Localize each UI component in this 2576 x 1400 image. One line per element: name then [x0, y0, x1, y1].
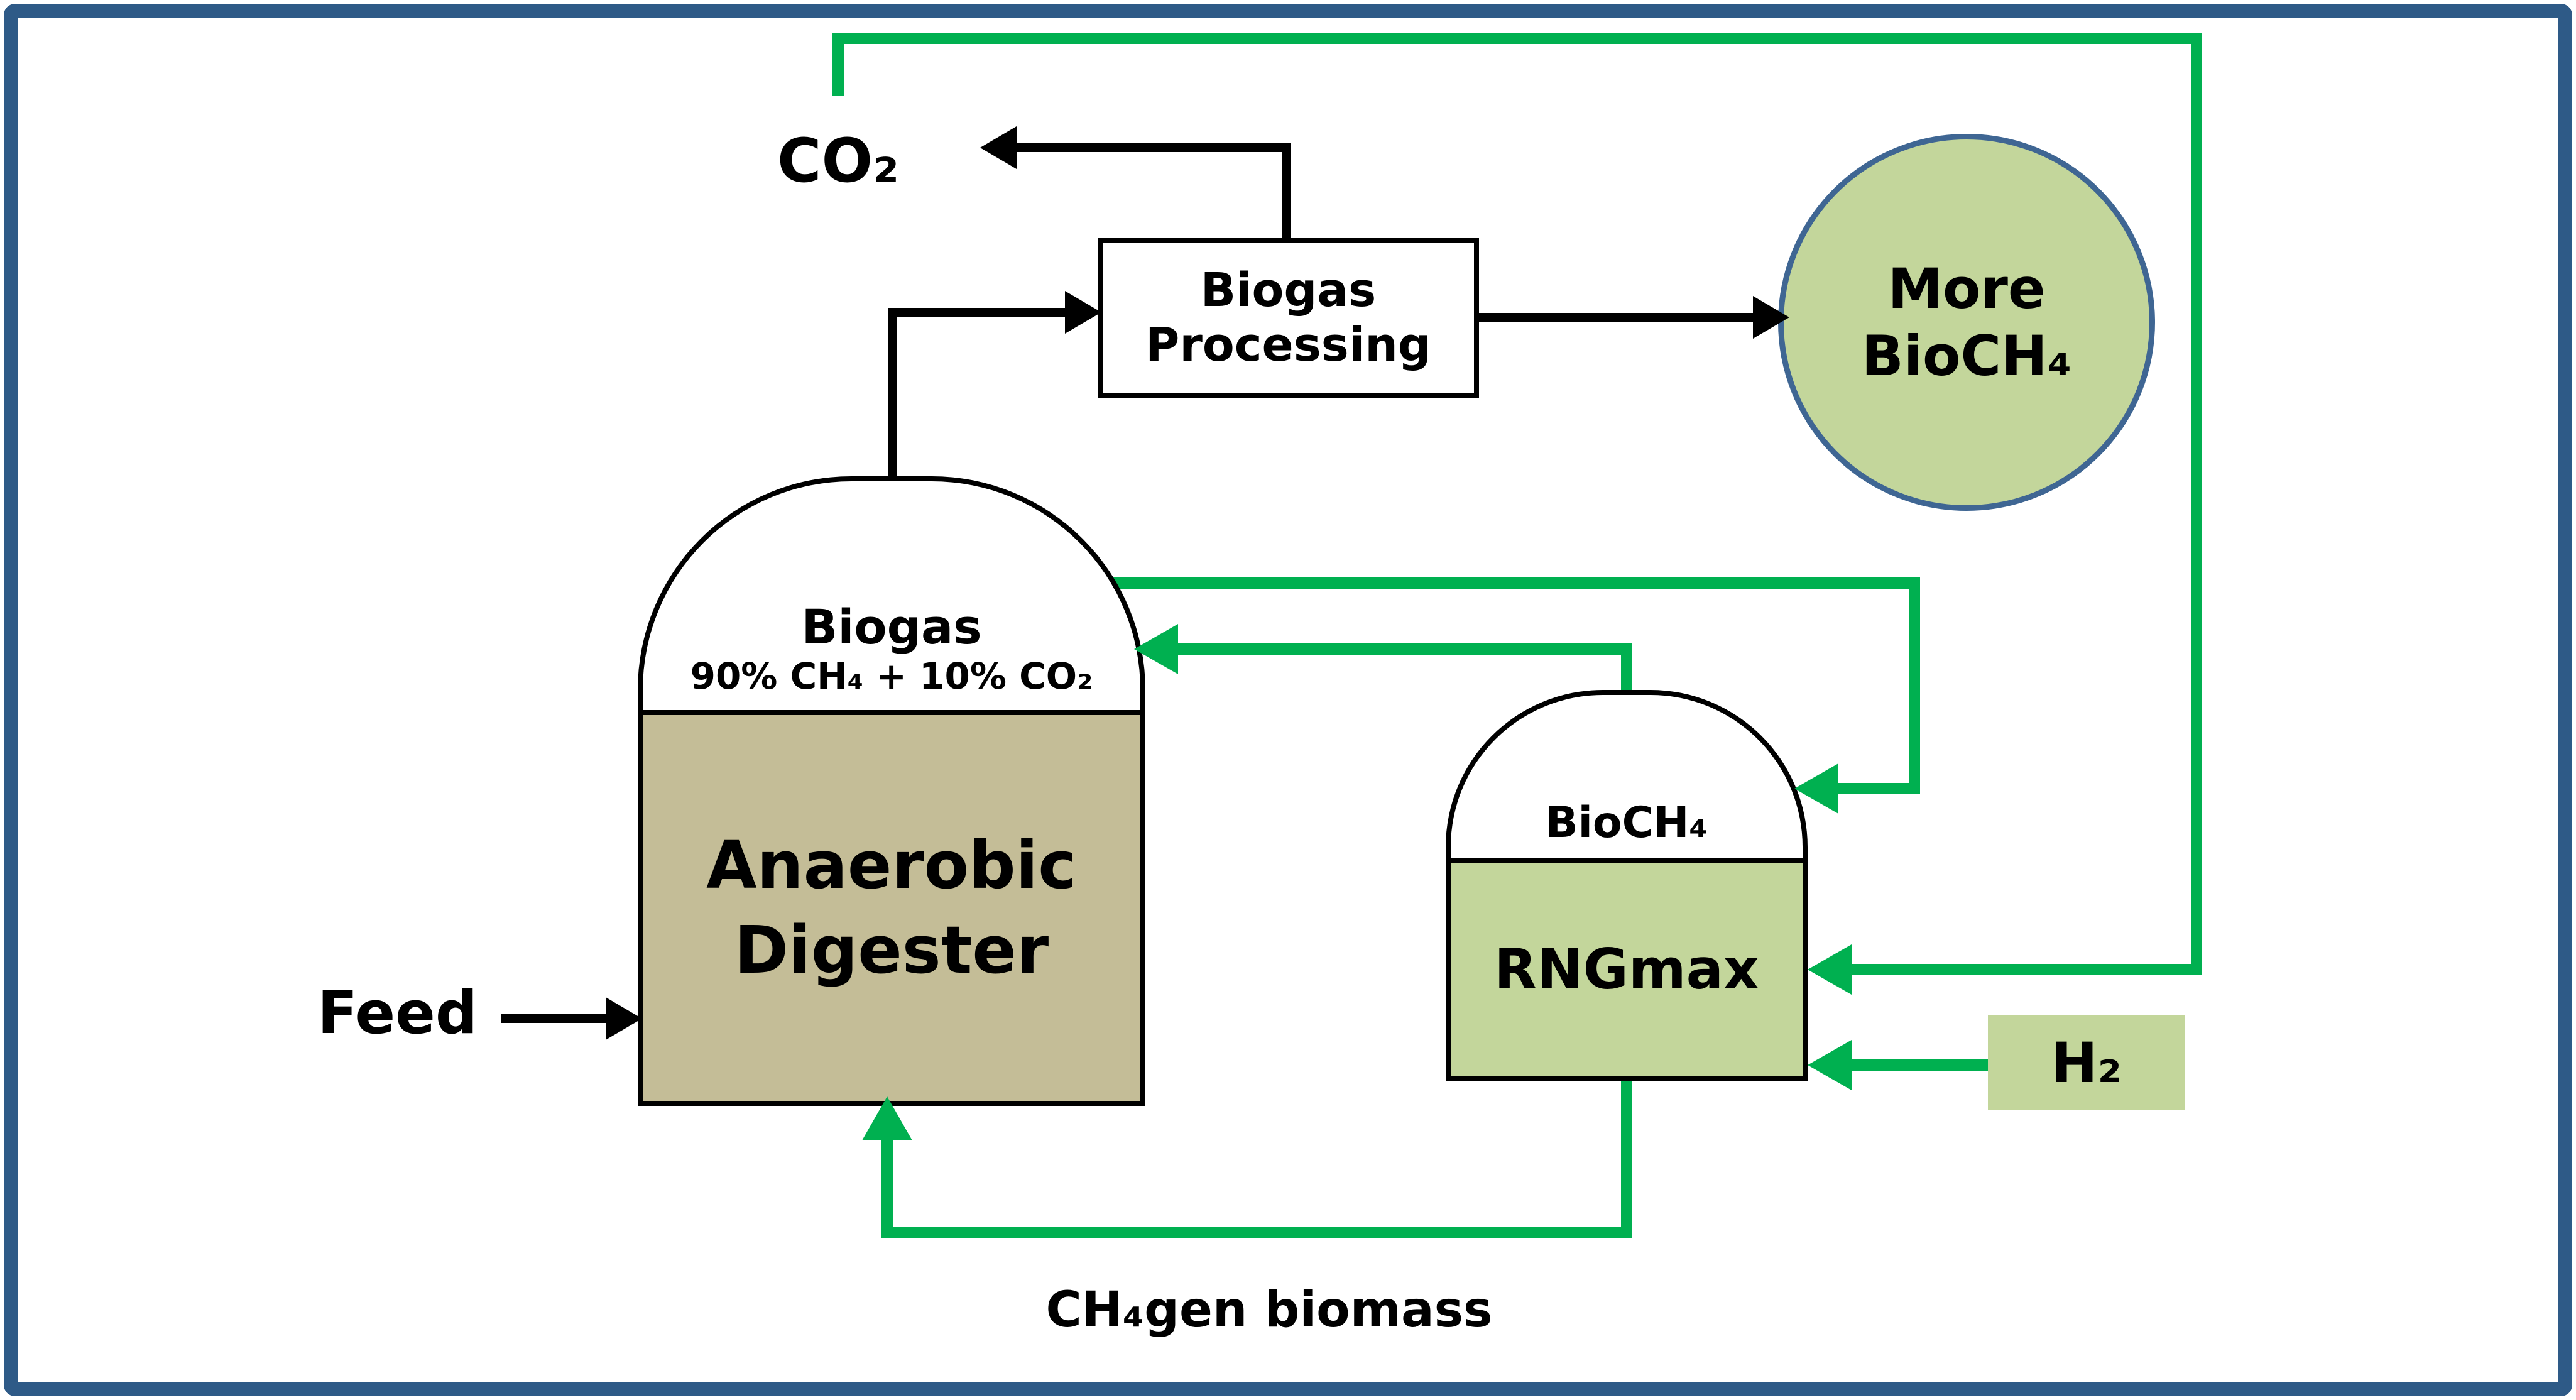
digester-headspace-title: Biogas: [801, 598, 982, 655]
arrow-h2-into-rngmax: [1808, 1040, 1852, 1090]
rngmax-body: RNGmax: [1446, 858, 1808, 1081]
arrow-bioch4-into-digester: [1134, 624, 1178, 674]
co2-label: CO₂: [777, 126, 900, 196]
pipe-biogas-to-rngmax-vertical: [1909, 577, 1920, 794]
pipe-bioch4-return-vertical: [1621, 643, 1632, 700]
biogas-processing-label-line2: Processing: [1145, 318, 1431, 372]
more-bioch4-circle: More BioCH₄: [1778, 134, 2155, 511]
diagram-border: [4, 4, 2572, 1396]
digester-label-line2: Digester: [734, 912, 1049, 988]
pipe-co2-recycle-top: [832, 33, 2202, 44]
h2-label: H₂: [2051, 1030, 2122, 1095]
pipe-co2-recycle-right: [2191, 33, 2202, 975]
arrow-biogas-into-rngmax: [1794, 763, 1838, 814]
more-bioch4-label-line2: BioCH₄: [1861, 324, 2072, 388]
pipe-biomass-horizontal: [881, 1227, 1632, 1238]
line-digester-to-processing-horizontal: [888, 308, 1070, 317]
line-feed-arrow: [501, 1014, 611, 1023]
pipe-co2-recycle-stub: [832, 33, 844, 96]
line-processing-to-co2-horizontal: [1013, 143, 1287, 152]
pipe-bioch4-return-horizontal: [1172, 643, 1632, 655]
rngmax-headspace-label: BioCH₄: [1545, 798, 1708, 848]
arrow-to-co2: [980, 126, 1017, 169]
pipe-biogas-to-rngmax-stub: [1832, 783, 1920, 794]
h2-box: H₂: [1988, 1015, 2185, 1110]
arrow-into-processing: [1065, 291, 1101, 334]
arrow-into-circle: [1753, 296, 1789, 339]
digester-label-line1: Anaerobic: [706, 826, 1077, 904]
arrow-biomass-into-digester: [862, 1096, 912, 1140]
arrow-feed-into-digester: [606, 997, 642, 1040]
line-processing-to-circle: [1479, 313, 1758, 322]
more-bioch4-label-line1: More: [1887, 256, 2046, 321]
digester-body: Anaerobic Digester: [638, 710, 1145, 1106]
biogas-processing-box: Biogas Processing: [1098, 238, 1479, 398]
biogas-processing-label-line1: Biogas: [1200, 263, 1377, 317]
feed-label: Feed: [317, 979, 478, 1047]
pipe-co2-recycle-bottom: [1847, 964, 2202, 975]
digester-headspace-composition: 90% CH₄ + 10% CO₂: [690, 654, 1093, 697]
pipe-h2-to-rngmax: [1845, 1059, 1993, 1071]
biomass-recycle-label: CH₄gen biomass: [1045, 1282, 1493, 1338]
pipe-biomass-up: [881, 1134, 893, 1238]
line-processing-to-co2-vertical: [1282, 143, 1291, 240]
pipe-biogas-to-rngmax-horizontal: [1100, 577, 1920, 589]
rngmax-label: RNGmax: [1494, 937, 1759, 1002]
pipe-biomass-down: [1621, 1071, 1632, 1238]
arrow-co2-into-rngmax: [1808, 944, 1852, 995]
line-digester-to-processing-vertical: [888, 308, 897, 483]
